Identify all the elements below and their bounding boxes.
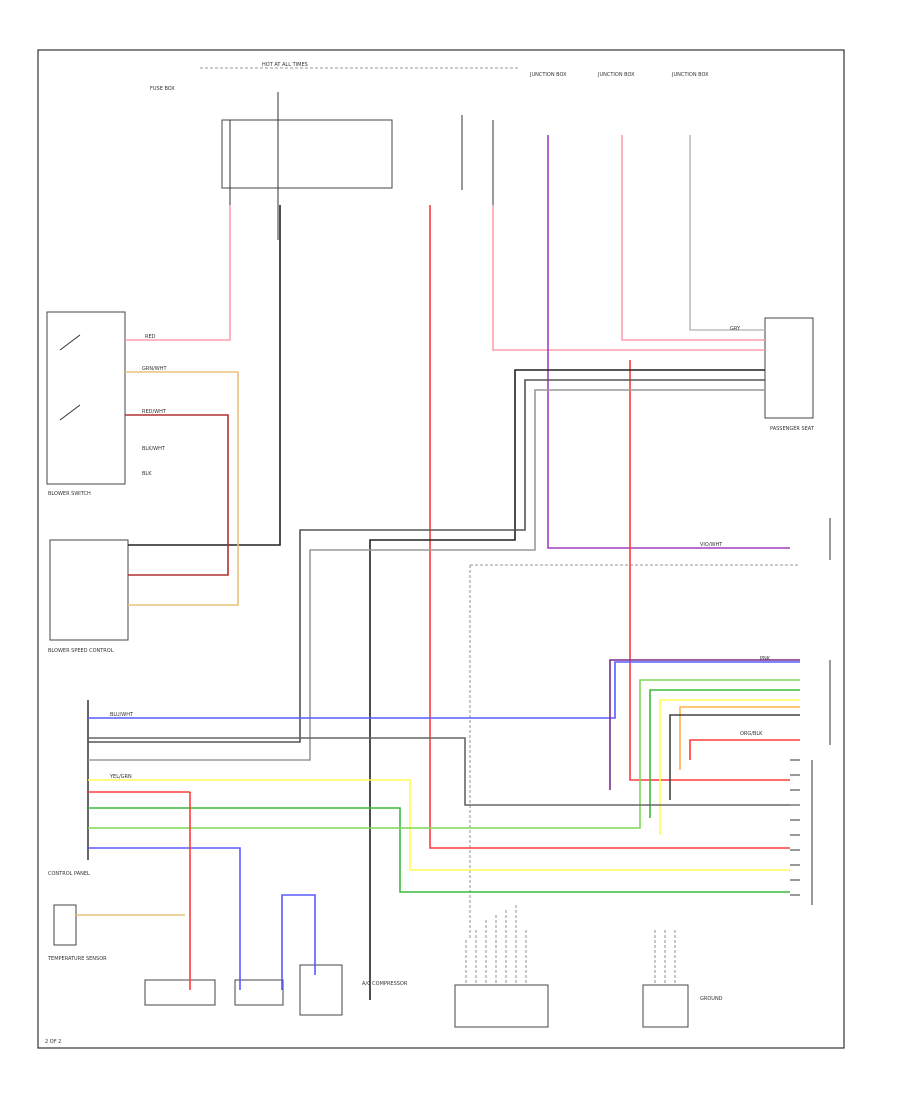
- wire-blue-control: [88, 661, 800, 719]
- wire-red-lower: [629, 360, 790, 781]
- wire-pink-blower-feed: [125, 205, 231, 341]
- blower-switch-contact-1: [59, 334, 81, 351]
- right-connector-ticks: [790, 759, 800, 896]
- temp-sensor-label: TEMPERATURE SENSOR: [47, 956, 107, 962]
- ground-label: GROUND: [700, 996, 723, 1002]
- wire-yellow-1: [88, 779, 790, 871]
- blower-switch-contact-2: [59, 404, 81, 421]
- fuse-box-label: FUSE BOX: [150, 86, 175, 92]
- wire-green-2: [88, 679, 800, 829]
- label-gry: GRY: [730, 326, 741, 332]
- label-red-wht: RED: [145, 334, 156, 340]
- label-blu-wht: BLU/WHT: [110, 712, 134, 718]
- ac-compressor-label: A/C COMPRESSOR: [362, 981, 408, 987]
- label-org-blk: ORG/BLK: [740, 731, 763, 737]
- diagram-title: HOT AT ALL TIMES: [262, 62, 308, 68]
- passenger-seat-box: [764, 317, 814, 419]
- wire-violet-1: [547, 135, 790, 549]
- wire-green-1: [88, 807, 790, 893]
- blower-speed-control-label: BLOWER SPEED CONTROL: [48, 648, 114, 654]
- label-red-wht-2: RED/WHT: [142, 409, 167, 415]
- control-panel-label: CONTROL PANEL: [48, 871, 90, 877]
- relay-box: [234, 979, 284, 1006]
- wire-purple-right: [609, 659, 800, 790]
- label-grn-wht: GRN/WHT: [142, 366, 167, 372]
- wire-maroon-blower: [125, 414, 229, 576]
- wire-orange: [679, 706, 800, 770]
- label-vio-wht: VIO/WHT: [700, 542, 723, 548]
- fuse-label-right-1: JUNCTION BOX: [529, 72, 567, 78]
- wire-green-3: [649, 689, 800, 818]
- wire-blue-down: [88, 847, 241, 990]
- fuse-box-outline: [221, 119, 393, 189]
- wire-gray-seat-3: [88, 389, 765, 761]
- sensor-connector-box-2: [642, 984, 689, 1028]
- fuse-label-right-2: JUNCTION BOX: [597, 72, 635, 78]
- wire-blue-compressor: [281, 894, 316, 990]
- wire-black-fuse2: [128, 205, 281, 546]
- label-pnk: PNK: [760, 656, 771, 662]
- wire-darkgray-right: [669, 714, 800, 800]
- wire-black-seat-2: [88, 379, 765, 743]
- wire-pink-right: [621, 135, 765, 341]
- wire-black-seat-1: [369, 369, 765, 1000]
- fuse-label-right-3: JUNCTION BOX: [671, 72, 709, 78]
- blower-switch-box: [46, 311, 126, 485]
- wire-gray-right: [689, 135, 765, 331]
- control-unit-left-box: [144, 979, 216, 1006]
- page-number: 2 OF 2: [45, 1039, 61, 1045]
- passenger-seat-label: PASSENGER SEAT: [770, 426, 815, 432]
- sensor-connector-box: [454, 984, 549, 1028]
- label-yel-grn: YEL/GRN: [109, 774, 132, 780]
- wire-pink-passenger: [492, 205, 765, 351]
- wire-tan-blower: [125, 371, 239, 606]
- wire-red-main: [429, 205, 790, 849]
- wire-red-lower-right: [689, 739, 800, 760]
- blower-speed-control-box: [49, 539, 129, 641]
- label-blk: BLK: [142, 471, 152, 477]
- blower-switch-label: BLOWER SWITCH: [48, 491, 91, 497]
- label-blk-wht: BLK/WHT: [142, 446, 166, 452]
- temp-sensor-box: [53, 904, 77, 946]
- compressor-clutch-box: [299, 964, 343, 1016]
- diagram-frame: [37, 49, 845, 1049]
- wire-yellow-2: [659, 699, 800, 835]
- wire-gray-lower: [88, 737, 790, 806]
